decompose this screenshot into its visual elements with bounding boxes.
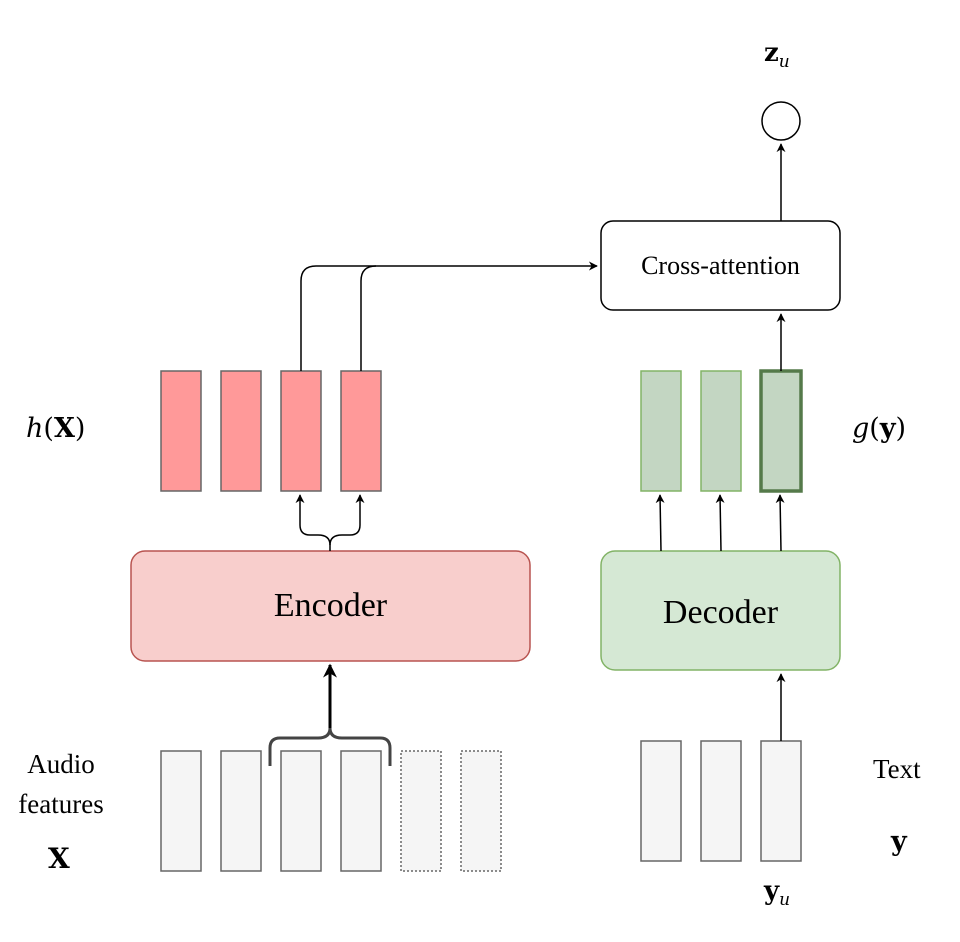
audio-symbol: X xyxy=(48,842,70,875)
paren-close: ) xyxy=(895,413,907,444)
text-token xyxy=(760,740,802,862)
encoder-vector xyxy=(280,370,322,492)
g-function: g xyxy=(852,413,870,444)
audio-label-line1: Audio xyxy=(27,749,95,779)
audio-frame-future xyxy=(400,750,442,872)
decoder-vector xyxy=(640,370,682,492)
encoder-fork xyxy=(295,494,331,551)
decoder-to-vector-arrow xyxy=(775,494,785,552)
output-symbol-main: z xyxy=(764,38,779,68)
text-label: Text xyxy=(873,754,921,784)
encoder-vector xyxy=(340,370,382,492)
text-token-vectors xyxy=(640,740,802,862)
audio-label-line2: features xyxy=(18,789,104,819)
audio-feature-vectors xyxy=(160,750,502,872)
encoder-label: Encoder xyxy=(273,587,388,624)
decoder-output-vectors xyxy=(640,369,803,493)
current-token-symbol: yu xyxy=(764,876,790,910)
decoder-to-vector-arrow xyxy=(715,494,725,552)
cross-attention-box xyxy=(600,220,841,311)
g-argument: y xyxy=(879,413,896,444)
cross-attention-label: Cross-attention xyxy=(641,250,800,280)
audio-features-label: Audio features xyxy=(5,744,117,824)
text-token xyxy=(640,740,682,862)
paren-open: ( xyxy=(43,413,54,444)
output-symbol: zu xyxy=(764,38,790,72)
decoder-vector-highlighted xyxy=(759,369,803,493)
encoder-fork xyxy=(329,494,365,546)
output-node xyxy=(761,101,801,141)
decoder-to-vector-arrow xyxy=(655,494,665,552)
paren-open: ( xyxy=(869,413,880,444)
encoder-vector-to-cross-attention-line xyxy=(360,265,377,371)
encoder-vector-to-cross-attention-line xyxy=(300,261,598,371)
h-argument: X xyxy=(53,413,75,444)
h-function: h xyxy=(26,413,44,444)
paren-close: ) xyxy=(74,413,86,444)
output-symbol-sub: u xyxy=(778,52,790,73)
decoder-label: Decoder xyxy=(662,593,779,631)
current-token-main: y xyxy=(764,876,780,906)
audio-frame-future xyxy=(460,750,502,872)
current-token-sub: u xyxy=(779,890,791,911)
text-symbol: y xyxy=(891,826,907,857)
encoder-vector xyxy=(220,370,262,492)
decoder-vector xyxy=(700,370,742,492)
audio-frame xyxy=(160,750,202,872)
text-token xyxy=(700,740,742,862)
audio-frame xyxy=(220,750,262,872)
audio-frame xyxy=(340,750,382,872)
encoder-output-vectors xyxy=(160,370,382,492)
audio-frame xyxy=(280,750,322,872)
encoder-vector xyxy=(160,370,202,492)
decoder-output-label: g(y) xyxy=(852,413,906,444)
encoder-output-label: h(X) xyxy=(26,413,85,444)
